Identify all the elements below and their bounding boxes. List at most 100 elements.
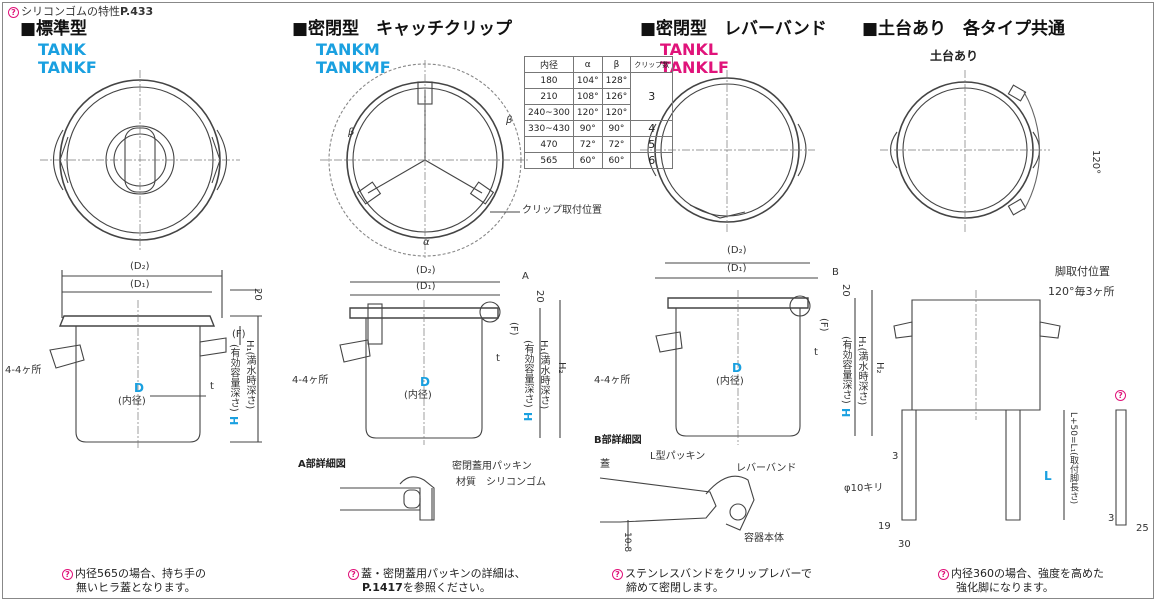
base-sub: 土台あり [930, 49, 979, 63]
table-cell: 5 [630, 136, 674, 153]
heading-lever: ■密閉型 レバーバンド [640, 19, 827, 39]
l-packing-label: L型パッキン [650, 451, 706, 462]
h-effective-label: (有効容量深さ) [228, 344, 239, 412]
t-label: t [496, 353, 500, 364]
h1-label: H₁(満水時深さ) [538, 340, 549, 410]
d1-label: (D₁) [130, 279, 150, 290]
f-label: (F) [232, 329, 246, 340]
heading-catch: ■密閉型 キャッチクリップ [292, 19, 513, 39]
info-icon: ? [1115, 390, 1126, 401]
h-label: H [227, 416, 240, 426]
table-cell: 120° [572, 104, 603, 121]
a-detail-title: A部詳細図 [298, 459, 346, 470]
table-cell: 72° [572, 136, 603, 153]
d-label: D [134, 381, 144, 395]
d2-label: (D₂) [416, 265, 436, 276]
table-cell: 72° [601, 136, 632, 153]
table-cell: 180 [524, 72, 574, 89]
table-cell: 210 [524, 88, 574, 105]
info-icon: ? [938, 568, 949, 580]
packing-label: 密閉蓋用パッキン [452, 461, 532, 472]
h-effective-label: (有効容量深さ) [522, 340, 533, 408]
l-spec-label: L+50=L₁(取付脚長さ) [1068, 412, 1078, 505]
four-places-label: 4-4ヶ所 [594, 375, 631, 386]
silicone-note[interactable]: ?シリコンゴムの特性P.433 [8, 6, 153, 18]
dim30-label: 30 [898, 539, 911, 550]
l-label: L [1044, 469, 1052, 483]
inner-label: (内径) [118, 396, 146, 407]
info-icon: ? [348, 568, 359, 580]
clip-position-label: クリップ取付位置 [522, 205, 602, 216]
note-packing: ?蓋・密閉蓋用パッキンの詳細は、 [348, 568, 526, 580]
a-label: A [522, 271, 529, 282]
dim-10-8-label: 10.8 [622, 532, 632, 553]
a-detail-view [340, 476, 435, 521]
table-cell: 330~430 [524, 120, 574, 137]
f-label: (F) [508, 322, 519, 336]
table-header: 内径 [524, 56, 574, 73]
b-label: B [832, 267, 839, 278]
body-label: 容器本体 [744, 533, 784, 544]
table-header-row: 内径 α β クリップ数 [524, 56, 674, 73]
inner-label: (内径) [716, 376, 744, 387]
table-cell: 565 [524, 152, 574, 169]
table-cell: 90° [572, 120, 603, 137]
h-effective-label: (有効容量深さ) [840, 336, 851, 404]
lever-band-label: レバーバンド [736, 463, 797, 474]
page-ref[interactable]: P.433 [120, 5, 154, 18]
d1-label: (D₁) [727, 263, 747, 274]
page-ref-1417[interactable]: P.1417 [362, 581, 403, 594]
foot-pitch-label: 120°毎3ヶ所 [1048, 285, 1115, 298]
hole-label: φ10キリ [844, 483, 884, 494]
code-tankl: TANKL [660, 40, 719, 59]
heading-base: ■土台あり 各タイプ共通 [862, 19, 1066, 39]
h1-label: H₁(満水時深さ) [244, 340, 255, 410]
note-360: ?内径360の場合、強度を高めた [938, 568, 1104, 580]
table-cell: 3 [630, 72, 674, 121]
table-cell: 108° [572, 88, 603, 105]
d-label: D [732, 361, 742, 375]
dim25-label: 25 [1136, 523, 1149, 534]
h1-label: H₁(満水時深さ) [856, 336, 867, 406]
code-tankmf: TANKMF [316, 58, 391, 77]
h-label: H [839, 408, 852, 418]
code-tankf: TANKF [38, 58, 97, 77]
table-row: 330~430 90° 90° 4 [524, 120, 674, 137]
angle-label: 120° [1090, 150, 1101, 175]
table-cell: 470 [524, 136, 574, 153]
dim3b-label: 3 [1108, 513, 1115, 524]
beta-label: β [348, 127, 355, 138]
f-label: (F) [818, 318, 829, 332]
table-cell: 6 [630, 152, 674, 169]
base-front-view [893, 299, 1127, 526]
four-places-label: 4-4ヶ所 [5, 365, 42, 376]
lid-label: 蓋 [600, 459, 610, 470]
note-band-line2: 締めて密閉します。 [626, 581, 724, 594]
table-cell: 90° [601, 120, 632, 137]
d-label: D [420, 375, 430, 389]
table-header: α [572, 56, 603, 73]
dim19-label: 19 [878, 521, 891, 532]
table-header: β [601, 56, 632, 73]
spec-table: 内径 α β クリップ数 180 104° 128° 3 210 108° 12… [524, 56, 674, 169]
dim20-label: 20 [840, 284, 851, 297]
table-header: クリップ数 [630, 56, 674, 73]
d2-label: (D₂) [130, 261, 150, 272]
dim20-label: 20 [534, 290, 545, 303]
table-cell: 60° [601, 152, 632, 169]
b-detail-view [599, 475, 755, 548]
note-360-line2: 強化脚になります。 [956, 581, 1054, 594]
info-icon: ? [8, 6, 19, 18]
table-cell: 4 [630, 120, 674, 137]
code-tanklf: TANKLF [660, 58, 729, 77]
note-band: ?ステンレスバンドをクリップレバーで [612, 568, 812, 580]
four-places-label: 4-4ヶ所 [292, 375, 329, 386]
dim20-label: 20 [252, 288, 263, 301]
table-cell: 104° [572, 72, 603, 89]
code-tankm: TANKM [316, 40, 380, 59]
table-row: 470 72° 72° 5 [524, 136, 674, 153]
table-row: 565 60° 60° 6 [524, 152, 674, 169]
foot-position-label: 脚取付位置 [1055, 265, 1110, 278]
